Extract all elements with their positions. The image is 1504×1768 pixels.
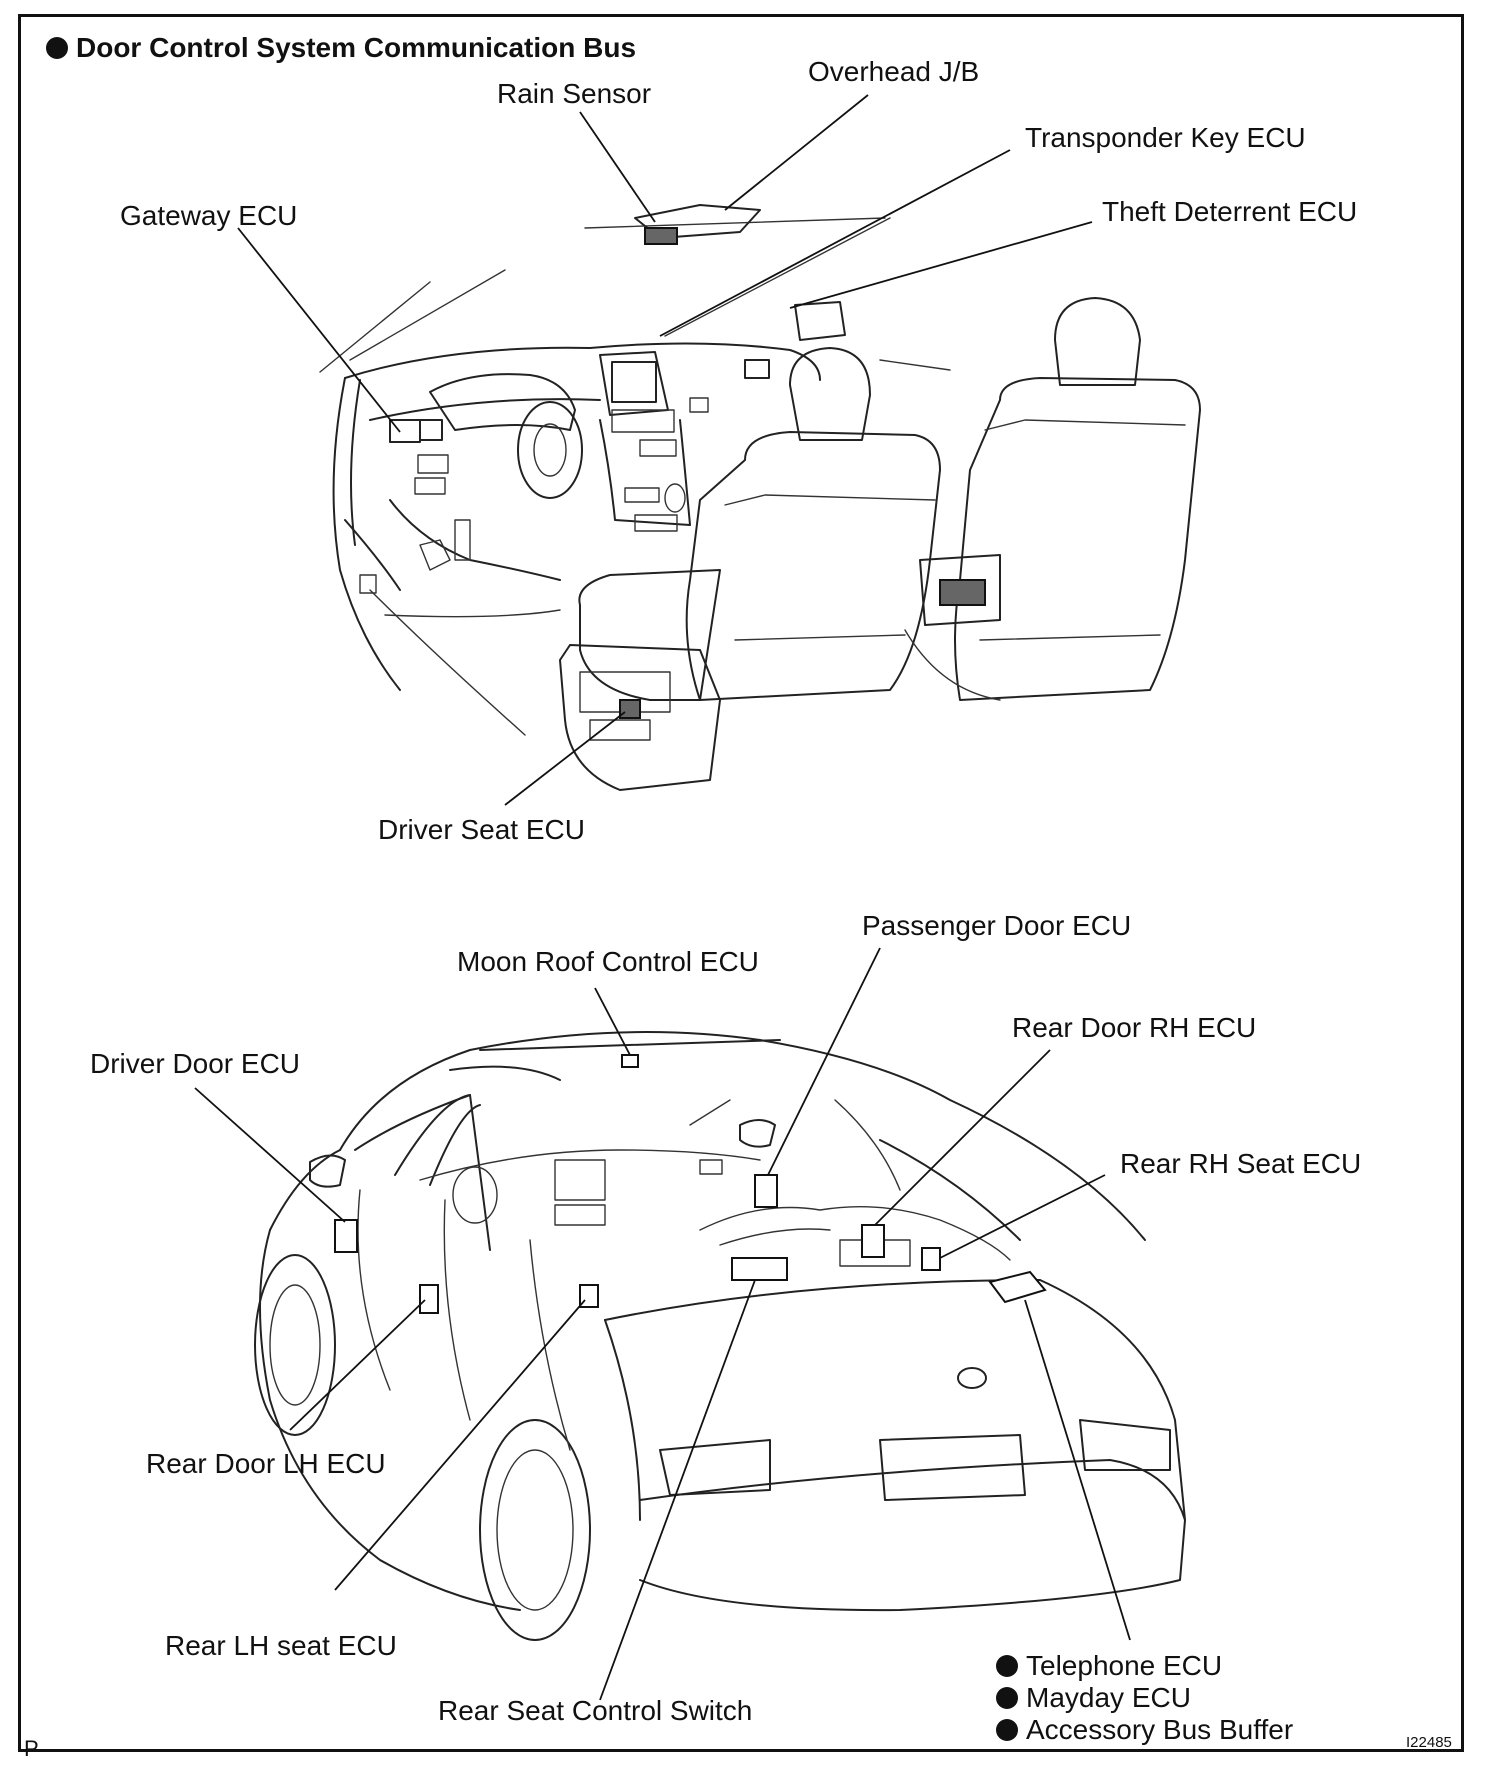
label-transponder-key-ecu: Transponder Key ECU [1025, 122, 1306, 153]
telephone-ecu-box [988, 1270, 1047, 1304]
bullet-item-telephone-ecu: Telephone ECU [996, 1652, 1222, 1680]
label-rear-door-lh-ecu: Rear Door LH ECU [146, 1448, 386, 1479]
figure-frame [18, 14, 1464, 1752]
bullet-text: Telephone ECU [1026, 1650, 1223, 1681]
bullet-text: Mayday ECU [1026, 1682, 1191, 1713]
bullet-item-accessory-bus-buffer: Accessory Bus Buffer [996, 1716, 1293, 1744]
rear-door-lh-ecu-box [419, 1284, 439, 1314]
label-driver-door-ecu: Driver Door ECU [90, 1048, 301, 1079]
rear-seat-control-switch-box [731, 1257, 788, 1281]
label-rear-seat-control-switch: Rear Seat Control Switch [438, 1695, 753, 1726]
rear-door-rh-ecu-box [861, 1224, 885, 1258]
bullet-item-mayday-ecu: Mayday ECU [996, 1684, 1191, 1712]
vehicle-illustration [254, 1031, 1186, 1641]
label-theft-deterrent-ecu: Theft Deterrent ECU [1102, 196, 1358, 227]
label-passenger-door-ecu: Passenger Door ECU [862, 910, 1132, 941]
label-rain-sensor: Rain Sensor [497, 78, 652, 109]
label-driver-seat-ecu: Driver Seat ECU [378, 814, 585, 845]
moon-roof-ecu-box [621, 1054, 639, 1068]
label-rear-lh-seat-ecu: Rear LH seat ECU [165, 1630, 397, 1661]
bullet-icon [996, 1687, 1018, 1709]
bullet-text: Accessory Bus Buffer [1026, 1714, 1294, 1745]
rear-rh-seat-ecu-box [921, 1247, 941, 1271]
page-title: Door Control System Communication Bus [46, 32, 636, 64]
leader-lines [194, 94, 1131, 1701]
label-overhead-jb: Overhead J/B [808, 56, 980, 87]
interior-illustration [319, 204, 1201, 791]
label-rear-door-rh-ecu: Rear Door RH ECU [1012, 1012, 1257, 1043]
page-title-text: Door Control System Communication Bus [76, 32, 637, 63]
corner-letter: P [24, 1736, 39, 1761]
driver-door-ecu-box [334, 1219, 358, 1253]
passenger-door-ecu-box [754, 1174, 778, 1208]
label-rear-rh-seat-ecu: Rear RH Seat ECU [1120, 1148, 1362, 1179]
figure-code: I22485 [1406, 1734, 1452, 1751]
label-moon-roof-control-ecu: Moon Roof Control ECU [457, 946, 759, 977]
label-gateway-ecu: Gateway ECU [120, 200, 298, 231]
bullet-icon [996, 1655, 1018, 1677]
bullet-icon [996, 1719, 1018, 1741]
title-bullet-icon [46, 37, 68, 59]
